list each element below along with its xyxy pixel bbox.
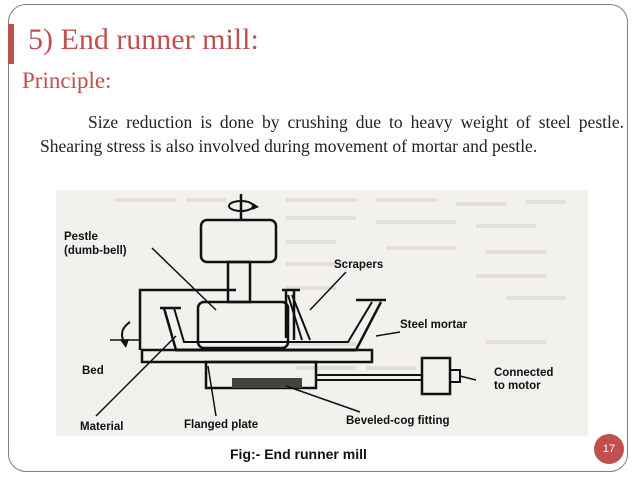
label-connected: Connected (494, 367, 553, 379)
end-runner-mill-diagram: Pestle (dumb-bell) Scrapers Steel mortar… (64, 194, 566, 433)
leader-lines (95, 247, 477, 417)
title-accent-bar (8, 24, 14, 64)
label-flanged-plate: Flanged plate (184, 419, 258, 431)
scrapers (287, 294, 311, 341)
body-paragraph: Size reduction is done by crushing due t… (40, 112, 624, 156)
curved-arrow-icon (120, 321, 131, 348)
figure-caption: Fig:- End runner mill (230, 446, 367, 462)
label-pestle: Pestle (64, 231, 98, 243)
label-steel-mortar: Steel mortar (400, 319, 468, 331)
label-material: Material (80, 421, 123, 433)
slide-title: 5) End runner mill: (28, 23, 259, 56)
background-scan-noise (116, 198, 566, 370)
label-scrapers: Scrapers (334, 259, 383, 271)
label-bed: Bed (82, 365, 104, 377)
page-number-badge: 17 (594, 434, 624, 464)
mill-frame (138, 288, 300, 340)
rotation-arrow-icon (228, 194, 259, 220)
pestle (196, 218, 290, 350)
end-runner-mill-figure: Pestle (dumb-bell) Scrapers Steel mortar… (56, 190, 588, 436)
slide-frame (8, 4, 628, 472)
motor-shaft (316, 356, 461, 396)
slide-subtitle: Principle: (22, 68, 112, 93)
label-pestle-dumb-bell: (dumb-bell) (64, 245, 127, 257)
label-to-motor: to motor (494, 380, 541, 392)
label-beveled-cog-fitting: Beveled-cog fitting (346, 415, 450, 427)
